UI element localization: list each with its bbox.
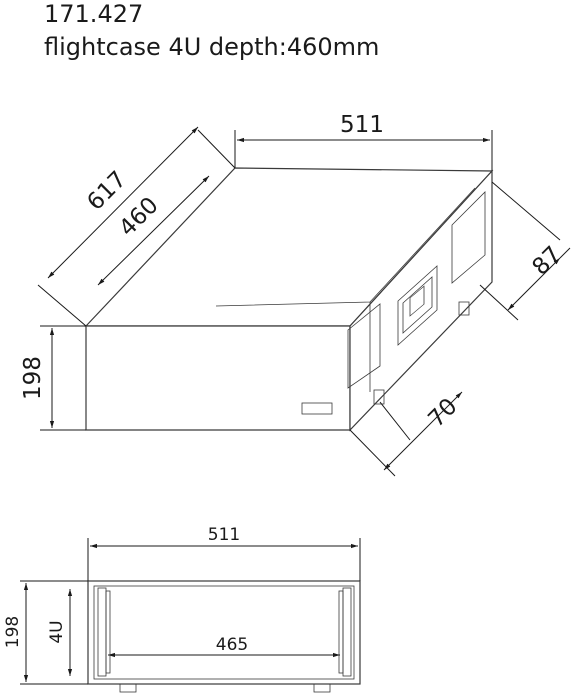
article-number: 171.427 bbox=[44, 0, 144, 28]
dim-total-depth-label: 617 bbox=[82, 166, 131, 215]
case-side-face bbox=[349, 169, 493, 432]
iso-view: 511 617 460 198 87 70 bbox=[20, 112, 571, 477]
dim-height-label: 198 bbox=[20, 356, 46, 400]
corner-pad-rear bbox=[451, 191, 486, 284]
dim-front-height-label: 198 bbox=[3, 616, 23, 648]
lid-seam-top bbox=[215, 187, 476, 307]
dim-side-offset-label: 87 bbox=[528, 242, 567, 281]
front-inner-opening bbox=[93, 585, 355, 680]
dim-front-width-label: 511 bbox=[208, 525, 240, 545]
dim-case-depth-label: 460 bbox=[114, 192, 163, 241]
dim-rack-units-label: 4U bbox=[47, 620, 67, 643]
dim-width-label: 511 bbox=[340, 112, 384, 138]
foot-rear bbox=[458, 301, 470, 316]
front-view: 511 198 4U 465 bbox=[3, 525, 361, 693]
dim-line-side-offset bbox=[507, 257, 561, 311]
dim-line-case-depth bbox=[97, 175, 210, 286]
product-description: flightcase 4U depth:460mm bbox=[44, 33, 380, 61]
dim-line-front-offset bbox=[383, 391, 463, 471]
front-outer-frame bbox=[87, 580, 361, 685]
foot-left bbox=[119, 683, 137, 693]
rack-rail-left-inner bbox=[105, 590, 111, 674]
corner-pad-front bbox=[347, 303, 381, 389]
dim-front-offset-label: 70 bbox=[424, 394, 463, 433]
foot-right bbox=[313, 683, 331, 693]
rack-rail-right-inner bbox=[338, 590, 344, 674]
label-plate bbox=[301, 402, 333, 415]
dim-inner-width-label: 465 bbox=[216, 635, 248, 655]
handle-icon bbox=[397, 265, 438, 346]
